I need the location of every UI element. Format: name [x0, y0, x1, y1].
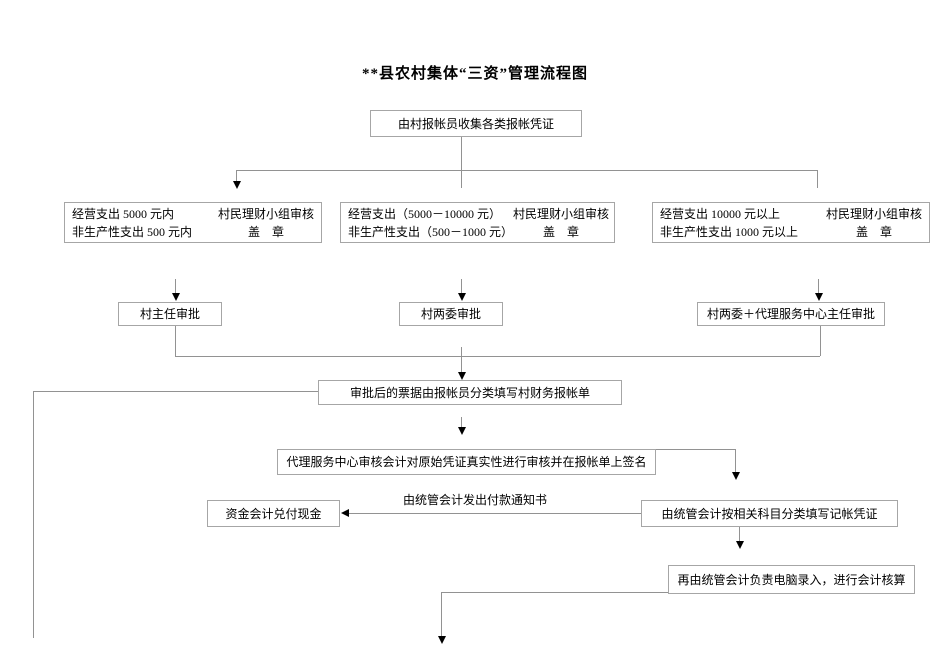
edge-feedback-horizontal: [33, 391, 318, 392]
node-approval-village-head: 村主任审批: [118, 302, 222, 326]
edge-bus2-line: [175, 356, 820, 357]
node-fill-report-label: 审批后的票据由报帐员分类填写村财务报帐单: [349, 385, 590, 400]
category-3-stamp-label: 盖 章: [855, 224, 892, 239]
arrowhead-voucher: [732, 472, 740, 480]
arrowhead-bus1-left: [233, 181, 241, 189]
edge-entry-exit-vertical: [441, 592, 442, 637]
category-1-expense-line2: 非生产性支出 500 元内: [72, 224, 193, 239]
node-category-small-expense: 经营支出 5000 元内 非生产性支出 500 元内 村民理财小组审核 盖 章: [64, 202, 322, 243]
node-category-large-expense: 经营支出 10000 元以上 非生产性支出 1000 元以上 村民理财小组审核 …: [652, 202, 930, 243]
category-3-review: 村民理财小组审核 盖 章: [826, 205, 922, 241]
edge-approval3-bus2: [820, 326, 821, 356]
edge-voucher-cash-line: [349, 513, 641, 514]
category-1-expenses: 经营支出 5000 元内 非生产性支出 500 元内: [72, 205, 192, 241]
node-fill-accounting-voucher: 由统管会计按相关科目分类填写记帐凭证: [641, 500, 898, 527]
edge-entry-exit-horizontal: [441, 592, 668, 593]
edge-cat1-approval-line: [175, 279, 176, 294]
node-collect-vouchers-label: 由村报帐员收集各类报帐凭证: [397, 116, 554, 131]
node-cash-payout: 资金会计兑付现金: [207, 500, 340, 527]
category-3-expense-line2: 非生产性支出 1000 元以上: [660, 224, 799, 239]
category-2-review-label: 村民理财小组审核: [513, 206, 610, 221]
node-fill-accounting-voucher-label: 由统管会计按相关科目分类填写记帐凭证: [661, 506, 878, 521]
edge-cat2-approval-line: [461, 279, 462, 294]
category-2-expenses: 经营支出（5000－10000 元） 非生产性支出（500－1000 元）: [348, 205, 513, 241]
node-approval-committees-center-director: 村两委＋代理服务中心主任审批: [697, 302, 885, 326]
node-approval-two-committees: 村两委审批: [399, 302, 503, 326]
node-computer-entry: 再由统管会计负责电脑录入，进行会计核算: [668, 565, 915, 594]
edge-fillreport-verify-line: [461, 417, 462, 428]
category-1-review-label: 村民理财小组审核: [217, 206, 314, 221]
node-cash-payout-label: 资金会计兑付现金: [225, 506, 322, 521]
node-category-medium-expense: 经营支出（5000－10000 元） 非生产性支出（500－1000 元） 村民…: [340, 202, 615, 243]
arrowhead-cat2-approval: [458, 293, 466, 301]
edge-approval1-bus2: [175, 326, 176, 356]
node-verify-original-vouchers: 代理服务中心审核会计对原始凭证真实性进行审核并在报帐单上签名: [277, 449, 656, 475]
edge-bus1-line: [236, 170, 818, 171]
payment-notice-label: 由统管会计发出付款通知书: [403, 491, 548, 508]
node-approval-village-head-label: 村主任审批: [139, 307, 200, 321]
arrowhead-cat3-approval: [815, 293, 823, 301]
arrowhead-verify: [458, 427, 466, 435]
category-2-expense-line1: 经营支出（5000－10000 元）: [348, 206, 502, 221]
edge-voucher-entry-line: [739, 527, 740, 542]
category-1-review: 村民理财小组审核 盖 章: [218, 205, 314, 241]
category-2-expense-line2: 非生产性支出（500－1000 元）: [348, 224, 514, 239]
category-1-stamp-label: 盖 章: [247, 224, 284, 239]
category-3-expenses: 经营支出 10000 元以上 非生产性支出 1000 元以上: [660, 205, 798, 241]
node-approval-two-committees-label: 村两委审批: [420, 307, 481, 321]
arrowhead-exit-bottom: [438, 636, 446, 644]
edge-feedback-vertical: [33, 391, 34, 638]
category-2-stamp-label: 盖 章: [543, 224, 580, 239]
edge-bus1-left-drop: [236, 170, 237, 182]
category-1-expense-line1: 经营支出 5000 元内: [72, 206, 175, 221]
edge-verify-voucher-vertical: [735, 449, 736, 473]
edge-collect-drop-line: [461, 137, 462, 170]
node-verify-original-vouchers-label: 代理服务中心审核会计对原始凭证真实性进行审核并在报帐单上签名: [286, 455, 647, 469]
category-3-expense-line1: 经营支出 10000 元以上: [660, 206, 781, 221]
category-3-review-label: 村民理财小组审核: [825, 206, 922, 221]
edge-bus1-middle-drop: [461, 170, 462, 188]
edge-bus2-fillreport-line: [461, 347, 462, 373]
arrowhead-cash-payout: [341, 509, 349, 517]
edge-verify-voucher-horizontal: [656, 449, 736, 450]
node-approval-committees-center-director-label: 村两委＋代理服务中心主任审批: [706, 307, 875, 321]
node-computer-entry-label: 再由统管会计负责电脑录入，进行会计核算: [677, 572, 906, 587]
node-collect-vouchers: 由村报帐员收集各类报帐凭证: [370, 110, 582, 137]
edge-cat3-approval-line: [818, 279, 819, 294]
arrowhead-computer-entry: [736, 541, 744, 549]
node-fill-report: 审批后的票据由报帐员分类填写村财务报帐单: [318, 380, 622, 405]
arrowhead-cat1-approval: [172, 293, 180, 301]
arrowhead-fill-report: [458, 372, 466, 380]
page-title: **县农村集体“三资”管理流程图: [361, 66, 588, 82]
edge-bus1-right-drop: [817, 170, 818, 188]
category-2-review: 村民理财小组审核 盖 章: [513, 205, 609, 241]
